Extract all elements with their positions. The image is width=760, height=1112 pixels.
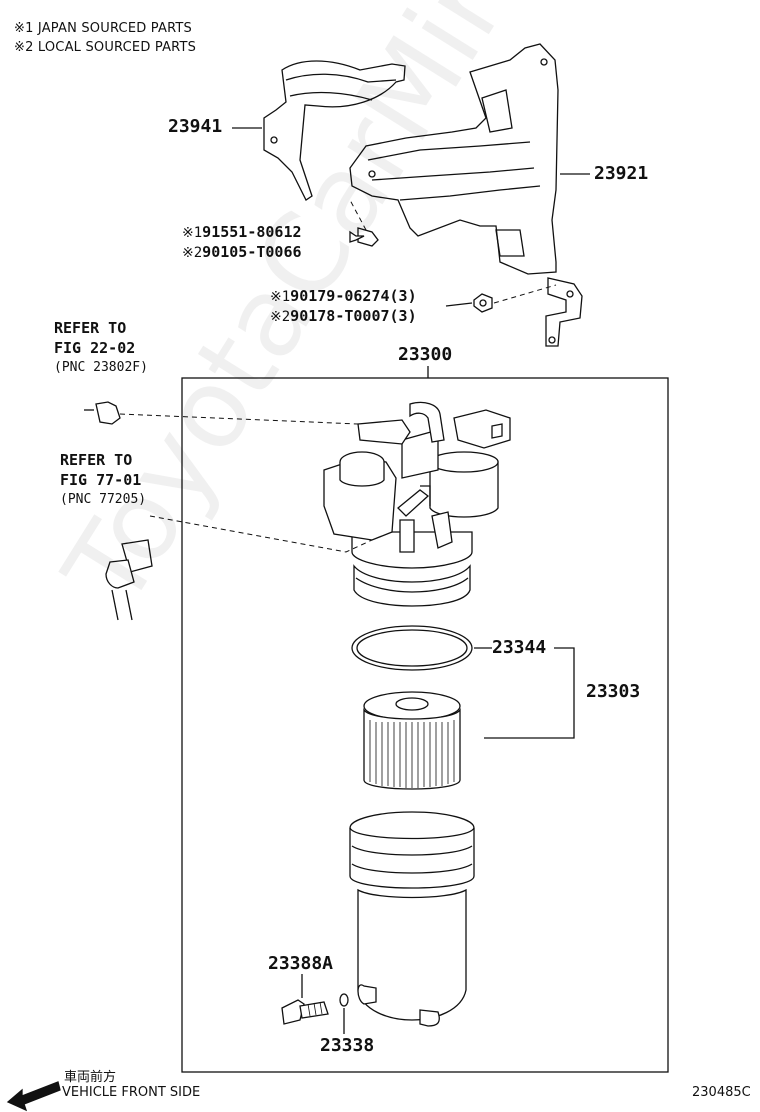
label-nut-local: ※290178-T0007(3)	[270, 306, 417, 327]
dash-hose1	[119, 413, 359, 425]
leader-bolt-dash	[349, 199, 367, 231]
mark-japan: ※1	[182, 225, 203, 241]
o-ring-23344	[351, 625, 473, 671]
drain-plug-23388a	[281, 999, 329, 1025]
refer-line1: REFER TO	[60, 451, 133, 469]
direction-jp: 車両前方	[64, 1070, 117, 1085]
assembly-frame	[181, 377, 669, 1073]
note-japan: ※1 JAPAN SOURCED PARTS	[14, 21, 192, 36]
refer-note-2[interactable]: REFER TO FIG 77-01 (PNC 77205)	[60, 450, 146, 510]
bracket-23941	[263, 60, 406, 201]
label-23338: 23338	[320, 1035, 375, 1056]
refer-pnc: (PNC 77205)	[60, 492, 147, 507]
filter-head	[323, 401, 511, 607]
dash-hose2	[149, 515, 373, 553]
label-nut-japan: ※190179-06274(3)	[270, 286, 417, 307]
label-23303: 23303	[586, 681, 641, 702]
leader-23303	[484, 647, 575, 739]
nut-japan-number: 90179-06274(3)	[290, 287, 417, 305]
nut-local-number: 90178-T0007(3)	[290, 307, 417, 325]
refer-line1: REFER TO	[54, 319, 127, 337]
hose-connector-2	[105, 539, 153, 621]
bolt-japan-number: 91551-80612	[202, 223, 302, 241]
label-bolt-local: ※290105-T0066	[182, 242, 302, 263]
filter-bowl	[349, 811, 475, 1027]
mark-local: ※2	[182, 245, 203, 261]
bolt-91551	[349, 227, 379, 247]
nut-90179	[473, 293, 493, 313]
leader-nut	[445, 302, 473, 307]
figure-code: 230485C	[692, 1085, 751, 1100]
label-bolt-japan: ※191551-80612	[182, 222, 302, 243]
refer-pnc: (PNC 23802F)	[54, 360, 148, 375]
label-23941: 23941	[168, 116, 223, 137]
refer-line2: FIG 77-01	[60, 471, 142, 489]
label-23300: 23300	[398, 344, 453, 365]
leader-nut-dash	[493, 284, 557, 304]
gasket-23338	[339, 993, 349, 1007]
bolt-local-number: 90105-T0066	[202, 243, 302, 261]
hose-connector-1	[84, 401, 121, 425]
front-arrow-icon	[6, 1081, 61, 1112]
filter-element-23303	[363, 691, 461, 790]
mark-local: ※2	[270, 309, 291, 325]
label-23344: 23344	[492, 637, 547, 658]
bracket-23921	[349, 43, 583, 347]
direction-en: VEHICLE FRONT SIDE	[62, 1085, 201, 1100]
refer-line2: FIG 22-02	[54, 339, 136, 357]
label-23921: 23921	[594, 163, 649, 184]
label-23388a: 23388A	[268, 953, 334, 974]
mark-japan: ※1	[270, 289, 291, 305]
note-local: ※2 LOCAL SOURCED PARTS	[14, 40, 197, 55]
refer-note-1[interactable]: REFER TO FIG 22-02 (PNC 23802F)	[54, 318, 148, 378]
